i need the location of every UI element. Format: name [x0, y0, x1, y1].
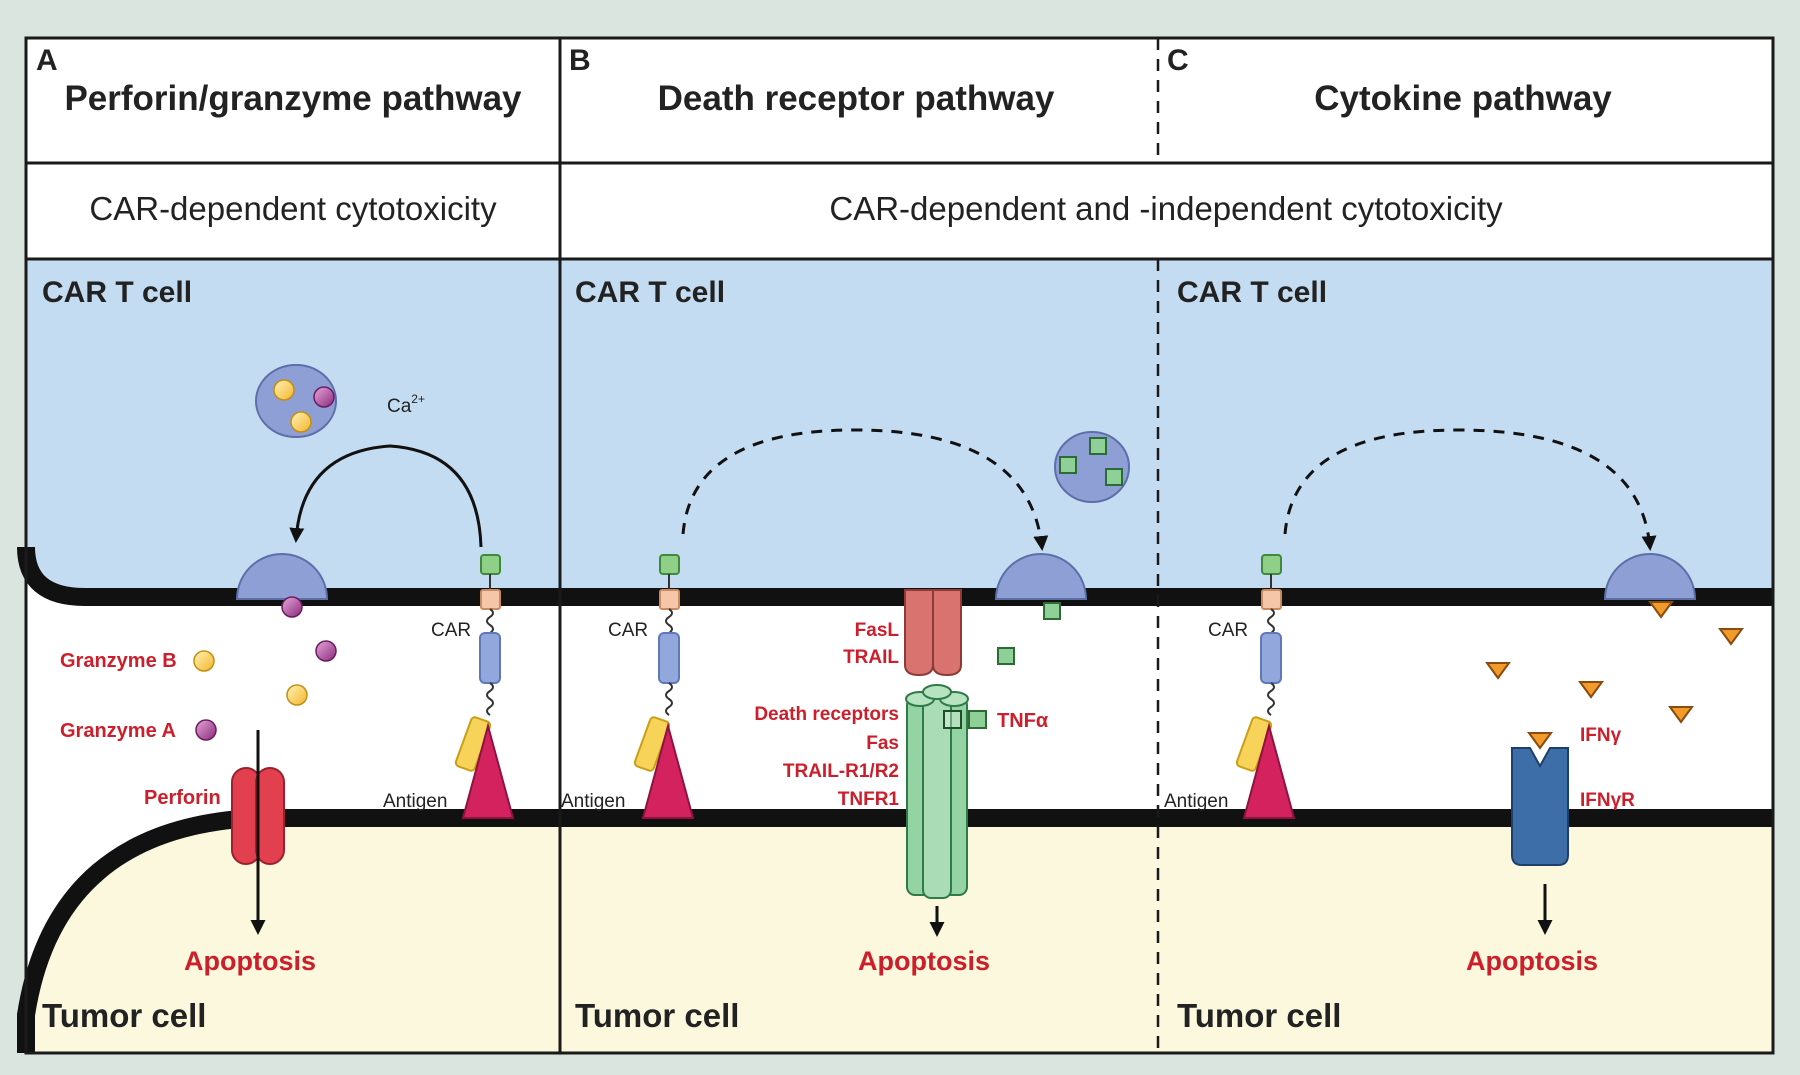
fasl-label: FasL — [855, 620, 900, 641]
panel-a-title: Perforin/granzyme pathway — [64, 79, 522, 118]
apoptosis-label-a: Apoptosis — [184, 946, 316, 976]
tumor-cell-label-c: Tumor cell — [1177, 997, 1341, 1034]
tnf-molecule — [968, 710, 987, 729]
panel-c-title: Cytokine pathway — [1314, 79, 1612, 118]
fusing-vesicle-a — [235, 553, 329, 600]
perforin-label: Perforin — [144, 787, 221, 809]
car-transmembrane-domain — [480, 589, 501, 610]
death-receptor-trimer — [905, 684, 969, 899]
car-receptor-a — [454, 554, 501, 772]
trail-label: TRAIL — [843, 647, 899, 668]
calcium-label: Ca2+ — [387, 392, 425, 417]
subtitle-car-dependent: CAR-dependent cytotoxicity — [89, 190, 497, 227]
panel-b-title: Death receptor pathway — [658, 79, 1055, 118]
antigen-label-a: Antigen — [383, 791, 447, 812]
trail-r-label: TRAIL-R1/R2 — [783, 761, 899, 782]
ifngr-label: IFNγR — [1580, 790, 1635, 811]
fasl-trail-ligand — [904, 589, 962, 677]
tumor-cell-membrane — [17, 809, 1773, 1053]
tumor-cell-label-a: Tumor cell — [42, 997, 206, 1034]
tnf-bound-to-receptor — [943, 710, 962, 729]
ifng-molecule — [1578, 681, 1604, 699]
ifng-molecule — [1718, 628, 1744, 646]
granzyme-b-granule — [290, 411, 312, 433]
tnf-molecule — [997, 647, 1015, 665]
granzyme-a-label: Granzyme A — [60, 720, 176, 742]
granzyme-a-granule — [281, 596, 303, 618]
tnfa-label: TNFα — [997, 710, 1049, 732]
signal-arrow-c — [1283, 428, 1657, 551]
death-receptors-label: Death receptors — [754, 704, 899, 725]
granzyme-b-granule — [286, 684, 308, 706]
car-t-cell-label-a: CAR T cell — [42, 276, 192, 309]
granzyme-a-granule — [313, 386, 335, 408]
granzyme-a-legend-dot — [195, 719, 217, 741]
tnf-molecule — [1105, 468, 1123, 486]
car-transmembrane-domain — [659, 589, 680, 610]
tumor-cell-region — [26, 818, 1773, 1053]
fusing-vesicle-b — [994, 553, 1088, 600]
apoptosis-label-c: Apoptosis — [1466, 946, 1598, 976]
car-signal-domain — [480, 554, 501, 575]
panel-a-letter: A — [36, 44, 58, 77]
antigen-label-c: Antigen — [1164, 791, 1228, 812]
car-hinge — [479, 632, 501, 684]
ifng-molecule — [1668, 706, 1694, 724]
car-label-b: CAR — [608, 620, 648, 641]
tnfr1-label: TNFR1 — [838, 789, 900, 810]
granzyme-b-legend-dot — [193, 650, 215, 672]
car-receptor-b — [633, 554, 680, 772]
car-label-a: CAR — [431, 620, 471, 641]
car-signal-domain — [659, 554, 680, 575]
perforin-pore — [231, 767, 285, 865]
antigen-c — [1242, 722, 1296, 819]
antigen-a — [461, 722, 515, 819]
tnf-molecule — [1043, 602, 1061, 620]
car-t-cell-label-c: CAR T cell — [1177, 276, 1327, 309]
panel-b-letter: B — [569, 44, 591, 77]
antigen-label-b: Antigen — [561, 791, 625, 812]
tnf-vesicle — [1054, 431, 1130, 503]
granzyme-b-label: Granzyme B — [60, 650, 177, 672]
figure-frame — [24, 36, 1775, 1055]
fas-label: Fas — [866, 733, 899, 754]
tnf-molecule — [1089, 437, 1107, 455]
panel-c-letter: C — [1167, 44, 1189, 77]
car-signal-domain — [1261, 554, 1282, 575]
apoptosis-label-b: Apoptosis — [858, 946, 990, 976]
granzyme-a-granule — [315, 640, 337, 662]
antigen-b — [641, 722, 695, 819]
fusing-vesicle-c — [1603, 553, 1697, 600]
ifng-label: IFNγ — [1580, 725, 1622, 746]
tnf-molecule — [1059, 456, 1077, 474]
granule-vesicle-a — [255, 364, 337, 438]
granzyme-b-granule — [273, 379, 295, 401]
car-transmembrane-domain — [1261, 589, 1282, 610]
ifng-molecule — [1485, 662, 1511, 680]
ifng-molecule — [1648, 601, 1674, 619]
calcium-arrow — [289, 444, 483, 548]
tumor-cell-label-b: Tumor cell — [575, 997, 739, 1034]
car-hinge — [658, 632, 680, 684]
car-t-cell-label-b: CAR T cell — [575, 276, 725, 309]
ifngr-receptor — [1511, 747, 1569, 866]
ifng-bound — [1527, 732, 1553, 750]
subtitle-car-dependent-independent: CAR-dependent and -independent cytotoxic… — [829, 190, 1503, 227]
signal-arrow-b — [681, 428, 1049, 551]
car-hinge — [1260, 632, 1282, 684]
car-receptor-c — [1235, 554, 1282, 772]
car-label-c: CAR — [1208, 620, 1248, 641]
